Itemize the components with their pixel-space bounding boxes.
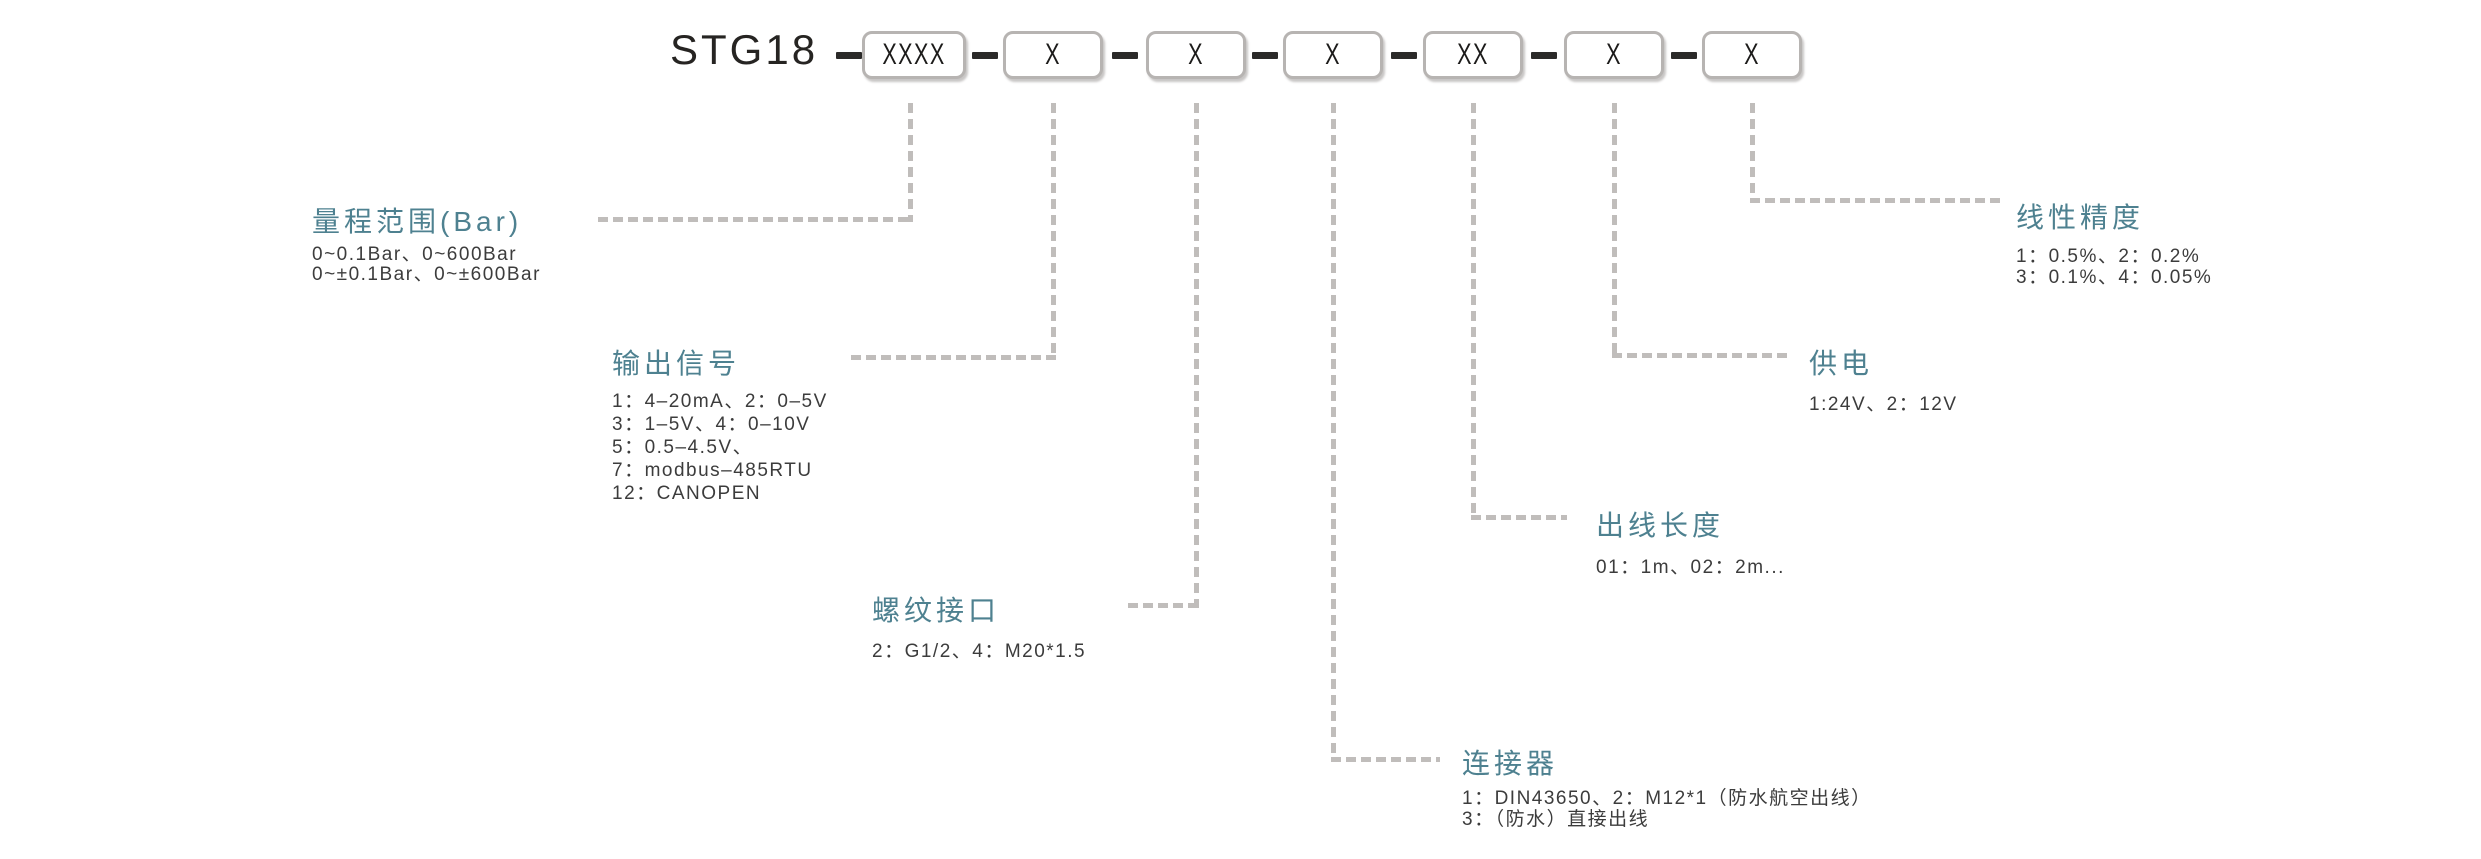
field-title-power-supply: 供电 xyxy=(1809,348,1874,379)
code-separator-dash xyxy=(1391,52,1417,59)
option-line: 3：1–5V、4：0–10V xyxy=(612,414,811,435)
option-line: 01：1m、02：2m... xyxy=(1596,557,1785,578)
connector-line-range-vertical xyxy=(908,103,913,222)
code-separator-dash xyxy=(972,52,998,59)
code-separator-dash xyxy=(836,52,862,59)
option-line: 0~±0.1Bar、0~±600Bar xyxy=(312,264,541,285)
option-line: 1：0.5%、2：0.2% xyxy=(2016,246,2201,267)
code-box-accuracy: X xyxy=(1702,31,1802,79)
connector-line-range-horizontal xyxy=(598,217,913,222)
code-box-output: X xyxy=(1003,31,1103,79)
code-box-connector: X xyxy=(1283,31,1383,79)
field-title-connector: 连接器 xyxy=(1462,748,1559,779)
option-line: 0~0.1Bar、0~600Bar xyxy=(312,244,518,265)
field-title-thread-interface: 螺纹接口 xyxy=(872,595,1001,626)
option-line: 12：CANOPEN xyxy=(612,483,762,504)
option-line: 2：G1/2、4：M20*1.5 xyxy=(872,641,1087,662)
option-line: 5：0.5–4.5V、 xyxy=(612,437,754,458)
connector-line-connector-horizontal xyxy=(1331,757,1440,762)
connector-line-power-vertical xyxy=(1612,103,1617,358)
connector-line-cable-horizontal xyxy=(1471,515,1567,520)
field-title-range: 量程范围(Bar) xyxy=(312,206,523,237)
field-options-power-supply: 1:24V、2：12V xyxy=(1809,394,1958,415)
connector-line-power-horizontal xyxy=(1612,353,1789,358)
connector-line-accuracy-vertical xyxy=(1750,103,1755,203)
connector-line-connector-vertical xyxy=(1331,103,1336,762)
field-options-connector: 1：DIN43650、2：M12*1（防水航空出线） 3：（防水）直接出线 xyxy=(1462,788,1872,830)
field-options-linearity-accuracy: 1：0.5%、2：0.2% 3：0.1%、4：0.05% xyxy=(2016,246,2212,288)
code-box-thread: X xyxy=(1146,31,1246,79)
field-options-output-signal: 1：4–20mA、2：0–5V 3：1–5V、4：0–10V 5：0.5–4.5… xyxy=(612,390,828,505)
field-title-output-signal: 输出信号 xyxy=(612,348,741,379)
option-line: 7：modbus–485RTU xyxy=(612,460,813,481)
code-box-range: XXXX xyxy=(862,31,966,79)
field-title-linearity-accuracy: 线性精度 xyxy=(2016,202,2145,233)
connector-line-output-horizontal xyxy=(851,355,1056,360)
field-options-cable-length: 01：1m、02：2m... xyxy=(1596,557,1785,578)
code-separator-dash xyxy=(1112,52,1138,59)
connector-line-thread-vertical xyxy=(1194,103,1199,608)
option-line: 3：0.1%、4：0.05% xyxy=(2016,267,2213,288)
connector-line-accuracy-horizontal xyxy=(1750,198,2002,203)
code-separator-dash xyxy=(1531,52,1557,59)
option-line: 1:24V、2：12V xyxy=(1809,394,1958,415)
option-line: 1：4–20mA、2：0–5V xyxy=(612,391,828,412)
code-separator-dash xyxy=(1671,52,1697,59)
code-box-power: X xyxy=(1564,31,1664,79)
field-title-cable-length: 出线长度 xyxy=(1596,510,1725,541)
model-prefix: STG18 xyxy=(670,26,819,73)
connector-line-cable-vertical xyxy=(1471,103,1476,520)
option-line: 1：DIN43650、2：M12*1（防水航空出线） xyxy=(1462,788,1872,809)
field-options-thread-interface: 2：G1/2、4：M20*1.5 xyxy=(872,641,1086,662)
field-options-range: 0~0.1Bar、0~600Bar 0~±0.1Bar、0~±600Bar xyxy=(312,245,541,285)
connector-line-output-vertical xyxy=(1051,103,1056,360)
option-line: 3：（防水）直接出线 xyxy=(1462,809,1650,830)
code-box-cable: XX xyxy=(1423,31,1523,79)
connector-line-thread-horizontal xyxy=(1128,603,1199,608)
code-separator-dash xyxy=(1252,52,1278,59)
